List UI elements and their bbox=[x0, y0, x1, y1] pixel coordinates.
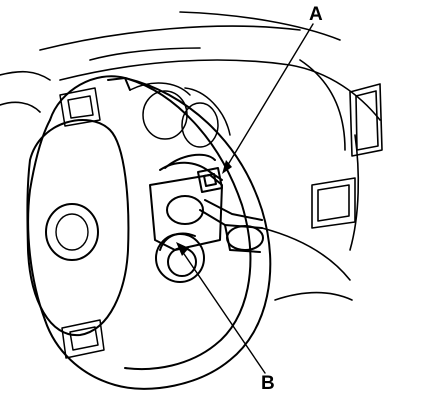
steering-wheel bbox=[27, 75, 272, 390]
leader-line-a bbox=[225, 23, 314, 169]
instrument-cluster bbox=[129, 82, 231, 148]
part-b bbox=[155, 232, 205, 283]
arrowhead-a bbox=[222, 160, 232, 174]
right-air-vent bbox=[311, 83, 383, 229]
leader-lines bbox=[179, 23, 314, 374]
left-spoke-switches bbox=[59, 87, 105, 359]
steering-wheel-hub bbox=[26, 119, 130, 337]
arrowhead-b bbox=[176, 242, 189, 256]
leader-line-b bbox=[179, 247, 266, 374]
callout-label-a: A bbox=[309, 4, 323, 25]
arrowheads bbox=[176, 160, 232, 256]
connector-a bbox=[164, 153, 223, 193]
callout-label-b: B bbox=[261, 373, 275, 394]
